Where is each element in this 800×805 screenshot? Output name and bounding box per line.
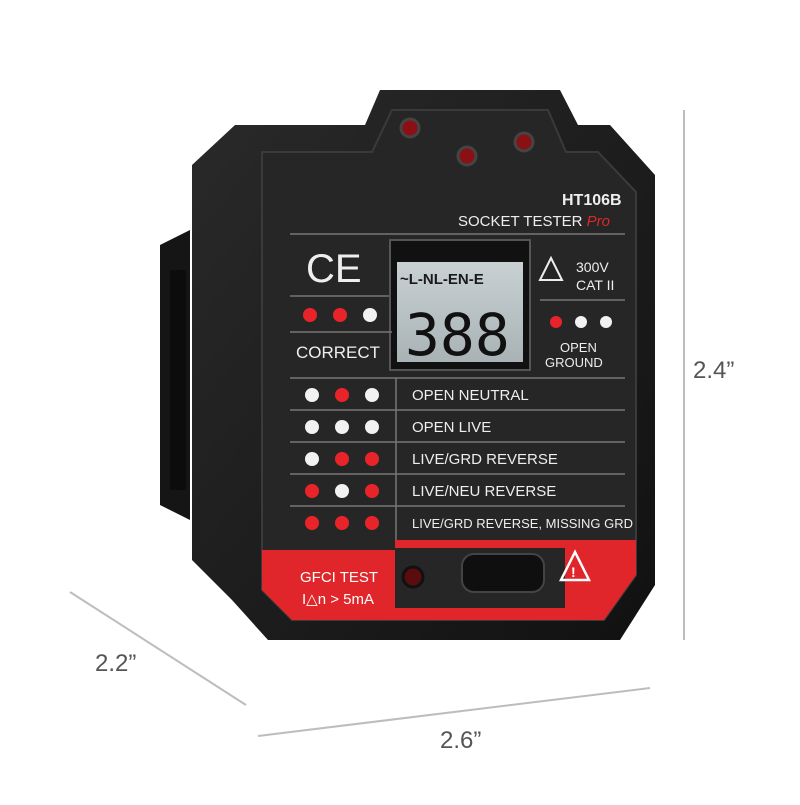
legend-label: OPEN LIVE [412,419,491,436]
gfci-label-line1: GFCI TEST [300,569,378,586]
correct-led [363,308,377,322]
legend-led [365,388,379,402]
gfci-warning-icon [558,549,592,582]
plug-side-ridges [170,270,186,490]
warning-icon [538,255,564,281]
rating-line2: CAT II [576,277,614,293]
open-ground-label-line2: GROUND [545,355,603,370]
width-dimension-line [257,687,651,737]
legend-label: LIVE/GRD REVERSE [412,451,558,468]
correct-led [303,308,317,322]
depth-dimension-line [69,591,247,706]
legend-led [335,388,349,402]
legend-led [365,420,379,434]
open-ground-led [575,316,587,328]
legend-led [305,452,319,466]
legend-led [335,452,349,466]
gfci-warning-exclamation: ! [571,564,576,580]
legend-table: OPEN NEUTRAL OPEN LIVE LIVE/GRD REVERSE LIV… [290,377,633,540]
legend-led [365,516,379,530]
lcd-screen [397,262,523,362]
ce-mark: CE [306,247,362,291]
lcd-digits: 388 [405,301,510,369]
legend-led [365,452,379,466]
open-ground-led-group [550,316,612,328]
legend-label: OPEN NEUTRAL [412,387,529,404]
rating-line1: 300V [576,259,609,275]
gfci-test-button[interactable] [461,553,545,593]
legend-led [305,420,319,434]
open-ground-led [550,316,562,328]
depth-dimension-label: 2.2” [95,650,137,677]
model-label: HT106B [562,192,622,209]
correct-led [333,308,347,322]
width-dimension-label: 2.6” [440,727,482,754]
top-led-right [513,131,535,153]
legend-led [335,420,349,434]
gfci-label-line2: I△n > 5mA [302,591,374,608]
legend-led [365,484,379,498]
product-name-label: SOCKET TESTER Pro [458,213,610,230]
legend-led [305,388,319,402]
open-ground-led [600,316,612,328]
top-led-left [399,117,421,139]
legend-led [335,516,349,530]
lcd-header: ~L-NL-EN-E [400,271,484,288]
legend-led [305,516,319,530]
open-ground-label-line1: OPEN [560,340,597,355]
legend-label: LIVE/GRD REVERSE, MISSING GRD [412,516,633,531]
correct-label: CORRECT [296,343,380,362]
legend-label: LIVE/NEU REVERSE [412,483,556,500]
height-dimension-label: 2.4” [693,357,735,384]
gfci-indicator-led [401,565,425,589]
top-led-center [456,145,478,167]
legend-led [335,484,349,498]
legend-led [305,484,319,498]
correct-led-group [303,308,377,322]
